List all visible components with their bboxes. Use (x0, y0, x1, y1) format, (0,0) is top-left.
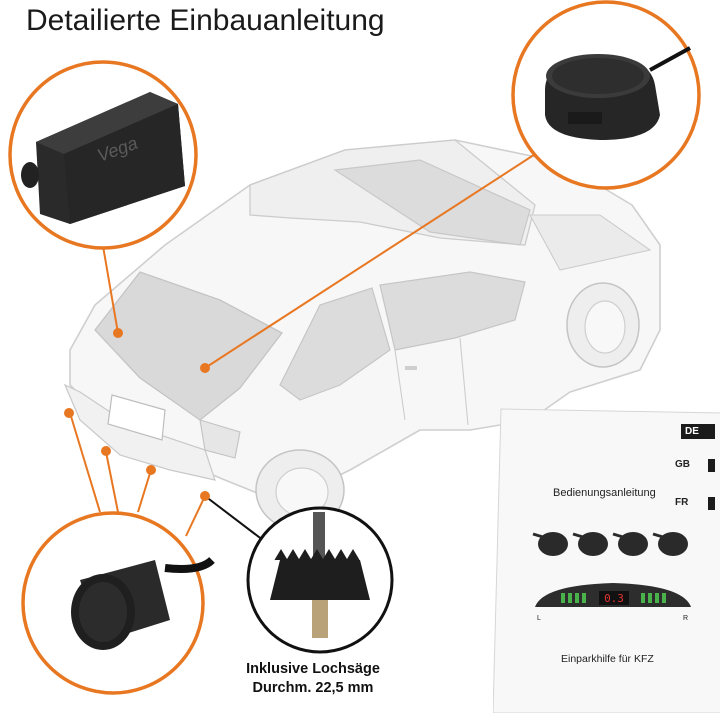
display-right-label: R (683, 615, 688, 622)
manual-booklet: 0.3 L R DE GB FR Bedienungsanleitung Ein… (493, 407, 720, 713)
speaker-icon (511, 0, 701, 190)
display-left-label: L (537, 615, 541, 622)
manual-page: 0.3 L R (493, 408, 720, 713)
lang-row-fr: FR (675, 497, 715, 511)
manual-footer-title: Einparkhilfe für KFZ (561, 653, 654, 665)
hole-saw-caption: Inklusive Lochsäge Durchm. 22,5 mm (238, 660, 388, 698)
caption-line-1: Inklusive Lochsäge (246, 661, 380, 677)
control-unit-icon: Vega (8, 60, 198, 250)
sensor-icon (21, 511, 215, 695)
manual-heading: Bedienungsanleitung (553, 487, 656, 499)
lang-row-gb: GB (675, 459, 715, 473)
hole-saw-icon (246, 506, 394, 654)
page-title: Detailierte Einbauanleitung (26, 4, 385, 37)
caption-line-2: Durchm. 22,5 mm (252, 680, 374, 696)
display-readout: 0.3 (604, 592, 624, 605)
lang-badge-de: DE (681, 424, 715, 439)
